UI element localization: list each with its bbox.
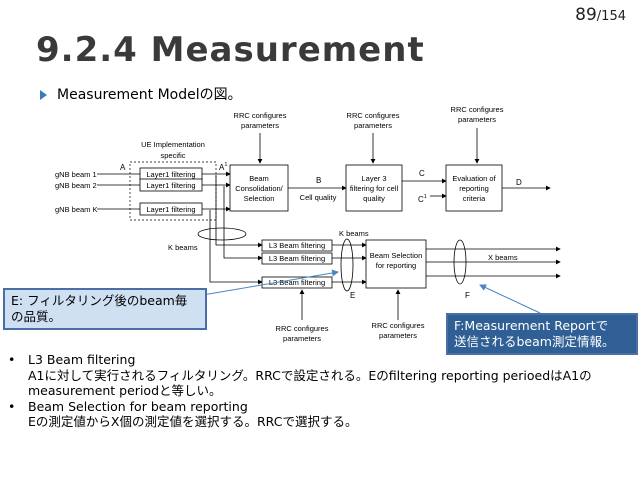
layer3-cell-l1: Layer 3 [361,174,386,183]
point-c: C [419,169,425,178]
rrc-bottom-1-l2: parameters [283,334,321,343]
layer3-cell-box [345,164,403,212]
point-a1-main: A [219,163,225,172]
f-ellipse [453,239,467,285]
beam-selection-l1: Beam Selection [370,251,423,260]
point-d: D [516,178,522,187]
l3-beam-label-1: L3 Beam filtering [269,241,325,250]
callout-f-line-2: 送信されるbeam測定情報。 [454,334,615,349]
branch-k [209,210,263,285]
bullet-dot-icon: • [8,398,16,414]
l3-beam-label-2: L3 Beam filtering [269,254,325,263]
note-line: measurement periodと等しい。 [28,383,222,398]
l3-beam-box-2 [261,252,333,265]
callout-f-pointer [479,284,541,314]
rrc-top-3-l2: parameters [458,115,496,124]
evaluation-l3: criteria [463,194,486,203]
branch-1 [215,175,263,248]
point-b: B [316,176,321,185]
bullet-item: Measurement Modelの図。 [40,84,242,104]
evaluation-l1: Evaluation of [452,174,496,183]
ue-impl-l2: specific [160,151,185,160]
beam-consolidation-l3: Selection [244,194,275,203]
gnb-beam-k: gNB beam K [55,205,98,214]
note-line: A1に対して実行されるフィルタリング。RRCで設定される。Eのfiltering… [28,367,592,383]
x-beams-label: X beams [488,253,518,262]
layer3-cell-l2: filtering for cell [350,184,399,193]
callout-f: F:Measurement Reportで 送信されるbeam測定情報。 [446,313,638,355]
note-title: L3 Beam filtering [28,352,136,367]
rrc-bottom-2-l1: RRC configures [372,321,425,330]
l3-beam-box-1 [261,239,333,252]
point-e: E [350,291,355,300]
point-c1: C1 [418,194,427,204]
triangle-bullet-icon [40,90,47,100]
point-f: F [465,291,470,300]
rrc-top-2-l1: RRC configures [347,111,400,120]
callout-e-line-1: E: フィルタリング後のbeam毎 [11,293,188,308]
note-item: • L3 Beam filtering A1に対して実行されるフィルタリング。R… [6,352,592,399]
branch-2 [223,186,263,261]
point-c1-sup: 1 [424,194,427,200]
rrc-top-1-l1: RRC configures [234,111,287,120]
cell-quality-label: Cell quality [300,193,337,202]
beam-selection-box [365,239,427,289]
rrc-bottom-1-l1: RRC configures [276,324,329,333]
point-c1-main: C [418,195,424,204]
rrc-bottom-2-l2: parameters [379,331,417,340]
beam-consolidation-l2: Consolidation/ [235,184,283,193]
rrc-top-1-l2: parameters [241,121,279,130]
k-beams-ellipse [197,227,247,241]
page-number: 89/154 [575,5,626,25]
layer3-cell-l3: quality [363,194,385,203]
page-title: 9.2.4 Measurement [36,30,425,70]
note-item: • Beam Selection for beam reporting Eの測定… [6,399,592,430]
gnb-beam-1: gNB beam 1 [55,170,97,179]
note-line: Eの測定値からX個の測定値を選択する。RRCで選択する。 [28,414,358,429]
layer1-label-2: Layer1 filtering [146,181,195,190]
l3-beam-box-k [261,276,333,289]
beam-selection-l2: for reporting [376,261,416,270]
page-current: 89 [575,5,597,25]
e-ellipse [340,238,354,292]
evaluation-box [445,164,503,212]
layer1-label-1: Layer1 filtering [146,170,195,179]
k-beams-right: K beams [339,229,369,238]
rrc-top-2-l2: parameters [354,121,392,130]
k-beams-left: K beams [168,243,198,252]
callout-e-pointer [190,269,339,298]
rrc-top-3-l1: RRC configures [451,105,504,114]
point-a: A [120,163,126,172]
callout-e-line-2: の品質。 [11,309,62,324]
bullet-text: Measurement Modelの図。 [57,87,242,103]
bullet-dot-icon: • [8,352,16,367]
evaluation-l2: reporting [459,184,489,193]
layer1-label-k: Layer1 filtering [146,205,195,214]
callout-e: E: フィルタリング後のbeam毎 の品質。 [3,288,207,330]
beam-consolidation-box [229,164,289,212]
beam-consolidation-l1: Beam [249,174,269,183]
l3-beam-label-k: L3 Beam filtering [269,278,325,287]
notes: • L3 Beam filtering A1に対して実行されるフィルタリング。R… [6,352,592,430]
callout-f-line-1: F:Measurement Reportで [454,318,609,333]
point-a1-sup: 1 [224,162,227,168]
note-title: Beam Selection for beam reporting [28,398,248,414]
page-total: 154 [601,9,626,24]
point-a1: A1 [219,162,227,172]
gnb-beam-2: gNB beam 2 [55,181,97,190]
ue-impl-l1: UE Implementation [141,140,205,149]
